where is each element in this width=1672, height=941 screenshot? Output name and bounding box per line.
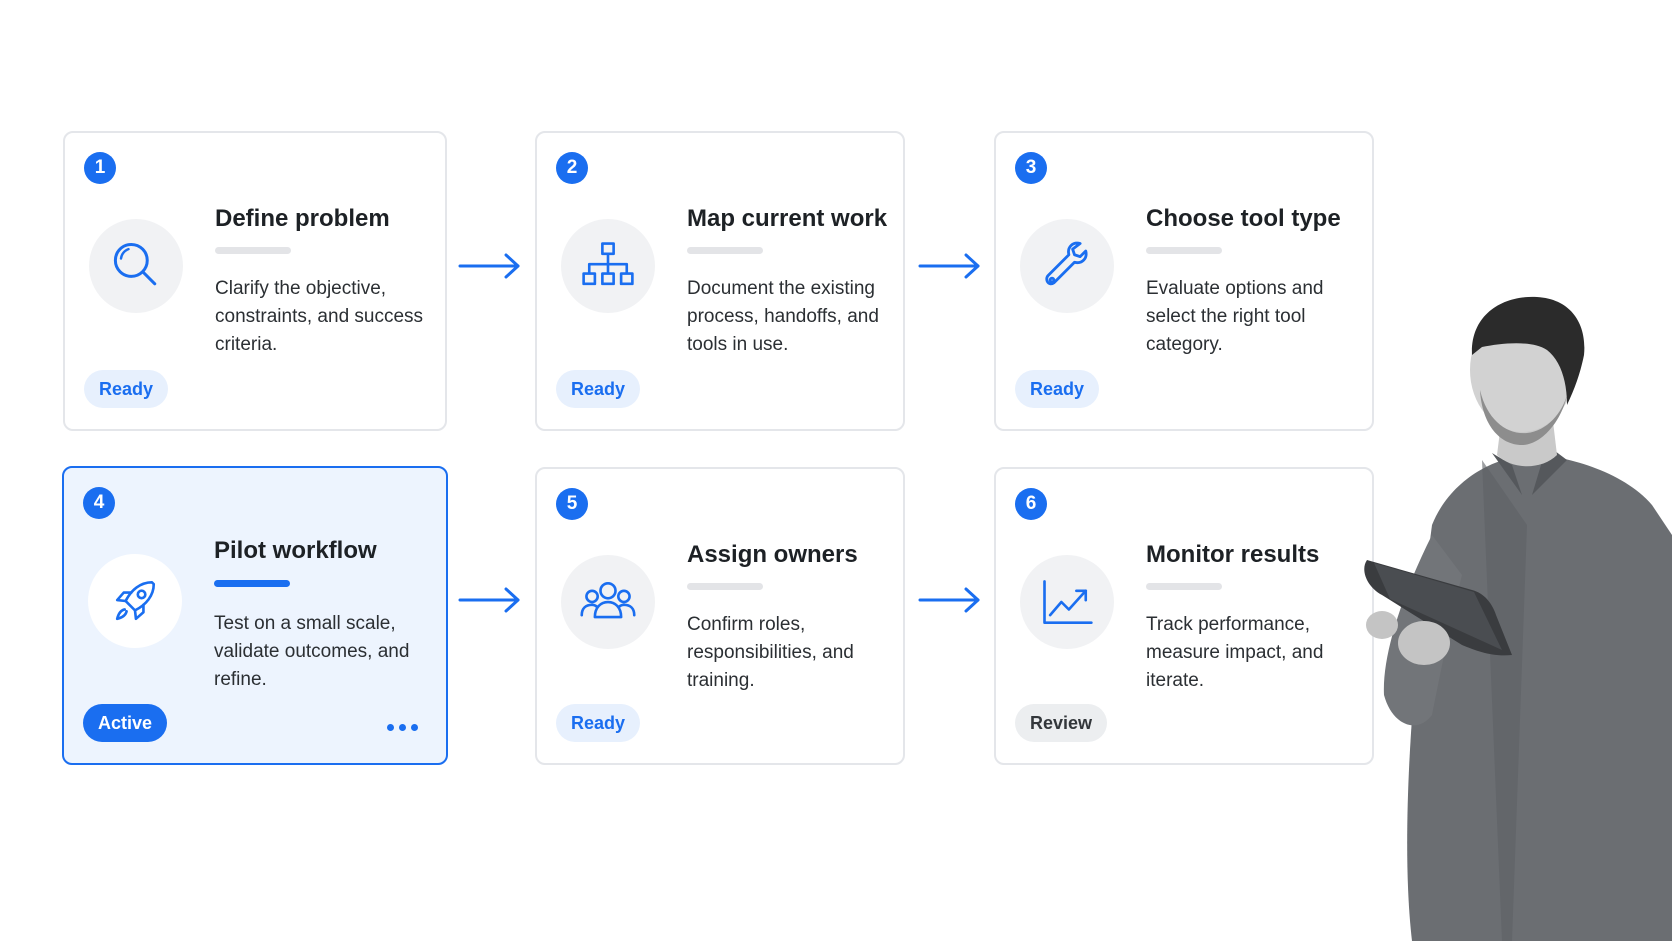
title-underline [214, 580, 290, 587]
status-badge: Active [83, 704, 168, 742]
step-description: Evaluate options and select the right to… [1146, 278, 1324, 355]
step-number-badge: 5 [556, 488, 588, 520]
more-options-icon[interactable] [387, 724, 418, 731]
arrow-right-icon [918, 253, 980, 279]
title-underline [215, 247, 291, 254]
wrench-icon [1045, 241, 1088, 286]
step-title: Monitor results [1146, 541, 1320, 568]
status-badge: Ready [556, 704, 641, 742]
step-card-monitor-results[interactable]: 6 Monitor results Track performance, mea… [994, 467, 1374, 765]
status-badge: Ready [556, 370, 641, 408]
arrow-right-icon [918, 587, 980, 613]
step-title: Choose tool type [1146, 205, 1341, 232]
step-title: Map current work [687, 205, 888, 232]
search-icon [113, 242, 157, 286]
step-number-badge: 3 [1015, 152, 1047, 184]
status-badge: Ready [1015, 370, 1100, 408]
step-number-badge: 2 [556, 152, 588, 184]
icon-container [561, 555, 655, 649]
team-icon [580, 581, 636, 619]
step-description: Track performance, measure impact, and i… [1146, 614, 1324, 691]
step-card-pilot-workflow[interactable]: 4 Pilot workflow Test on a small scale, … [62, 466, 448, 765]
step-number-badge: 4 [83, 487, 115, 519]
icon-container [561, 219, 655, 313]
icon-container [1020, 555, 1114, 649]
arrow-right-icon [458, 253, 520, 279]
icon-container [88, 554, 182, 648]
rocket-icon [115, 580, 156, 621]
arrow-right-icon [458, 587, 520, 613]
icon-container [89, 219, 183, 313]
step-card-choose-tool-type[interactable]: 3 Choose tool type Evaluate options and … [994, 131, 1374, 431]
person-with-tablet-illustration [1364, 296, 1672, 941]
title-underline [1146, 247, 1222, 254]
step-description: Document the existing process, handoffs,… [687, 278, 879, 355]
step-description: Clarify the objective, constraints, and … [215, 278, 424, 355]
step-description: Confirm roles, responsibilities, and tra… [687, 614, 854, 691]
step-card-define-problem[interactable]: 1 Define problem Clarify the objective, … [63, 131, 447, 431]
icon-container [1020, 219, 1114, 313]
step-number-badge: 6 [1015, 488, 1047, 520]
trend-chart-icon [1043, 580, 1093, 624]
step-title: Assign owners [687, 541, 858, 568]
title-underline [687, 583, 763, 590]
title-underline [687, 247, 763, 254]
title-underline [1146, 583, 1222, 590]
step-title: Define problem [215, 205, 390, 232]
step-card-assign-owners[interactable]: 5 Assign owners Confirm roles, responsib… [535, 467, 905, 765]
hierarchy-icon [582, 242, 634, 286]
step-title: Pilot workflow [214, 537, 377, 564]
step-card-map-current-work[interactable]: 2 Map current work Document the existing… [535, 131, 905, 431]
status-badge: Review [1015, 704, 1108, 742]
step-description: Test on a small scale, validate outcomes… [214, 613, 410, 690]
status-badge: Ready [84, 370, 169, 408]
step-number-badge: 1 [84, 152, 116, 184]
